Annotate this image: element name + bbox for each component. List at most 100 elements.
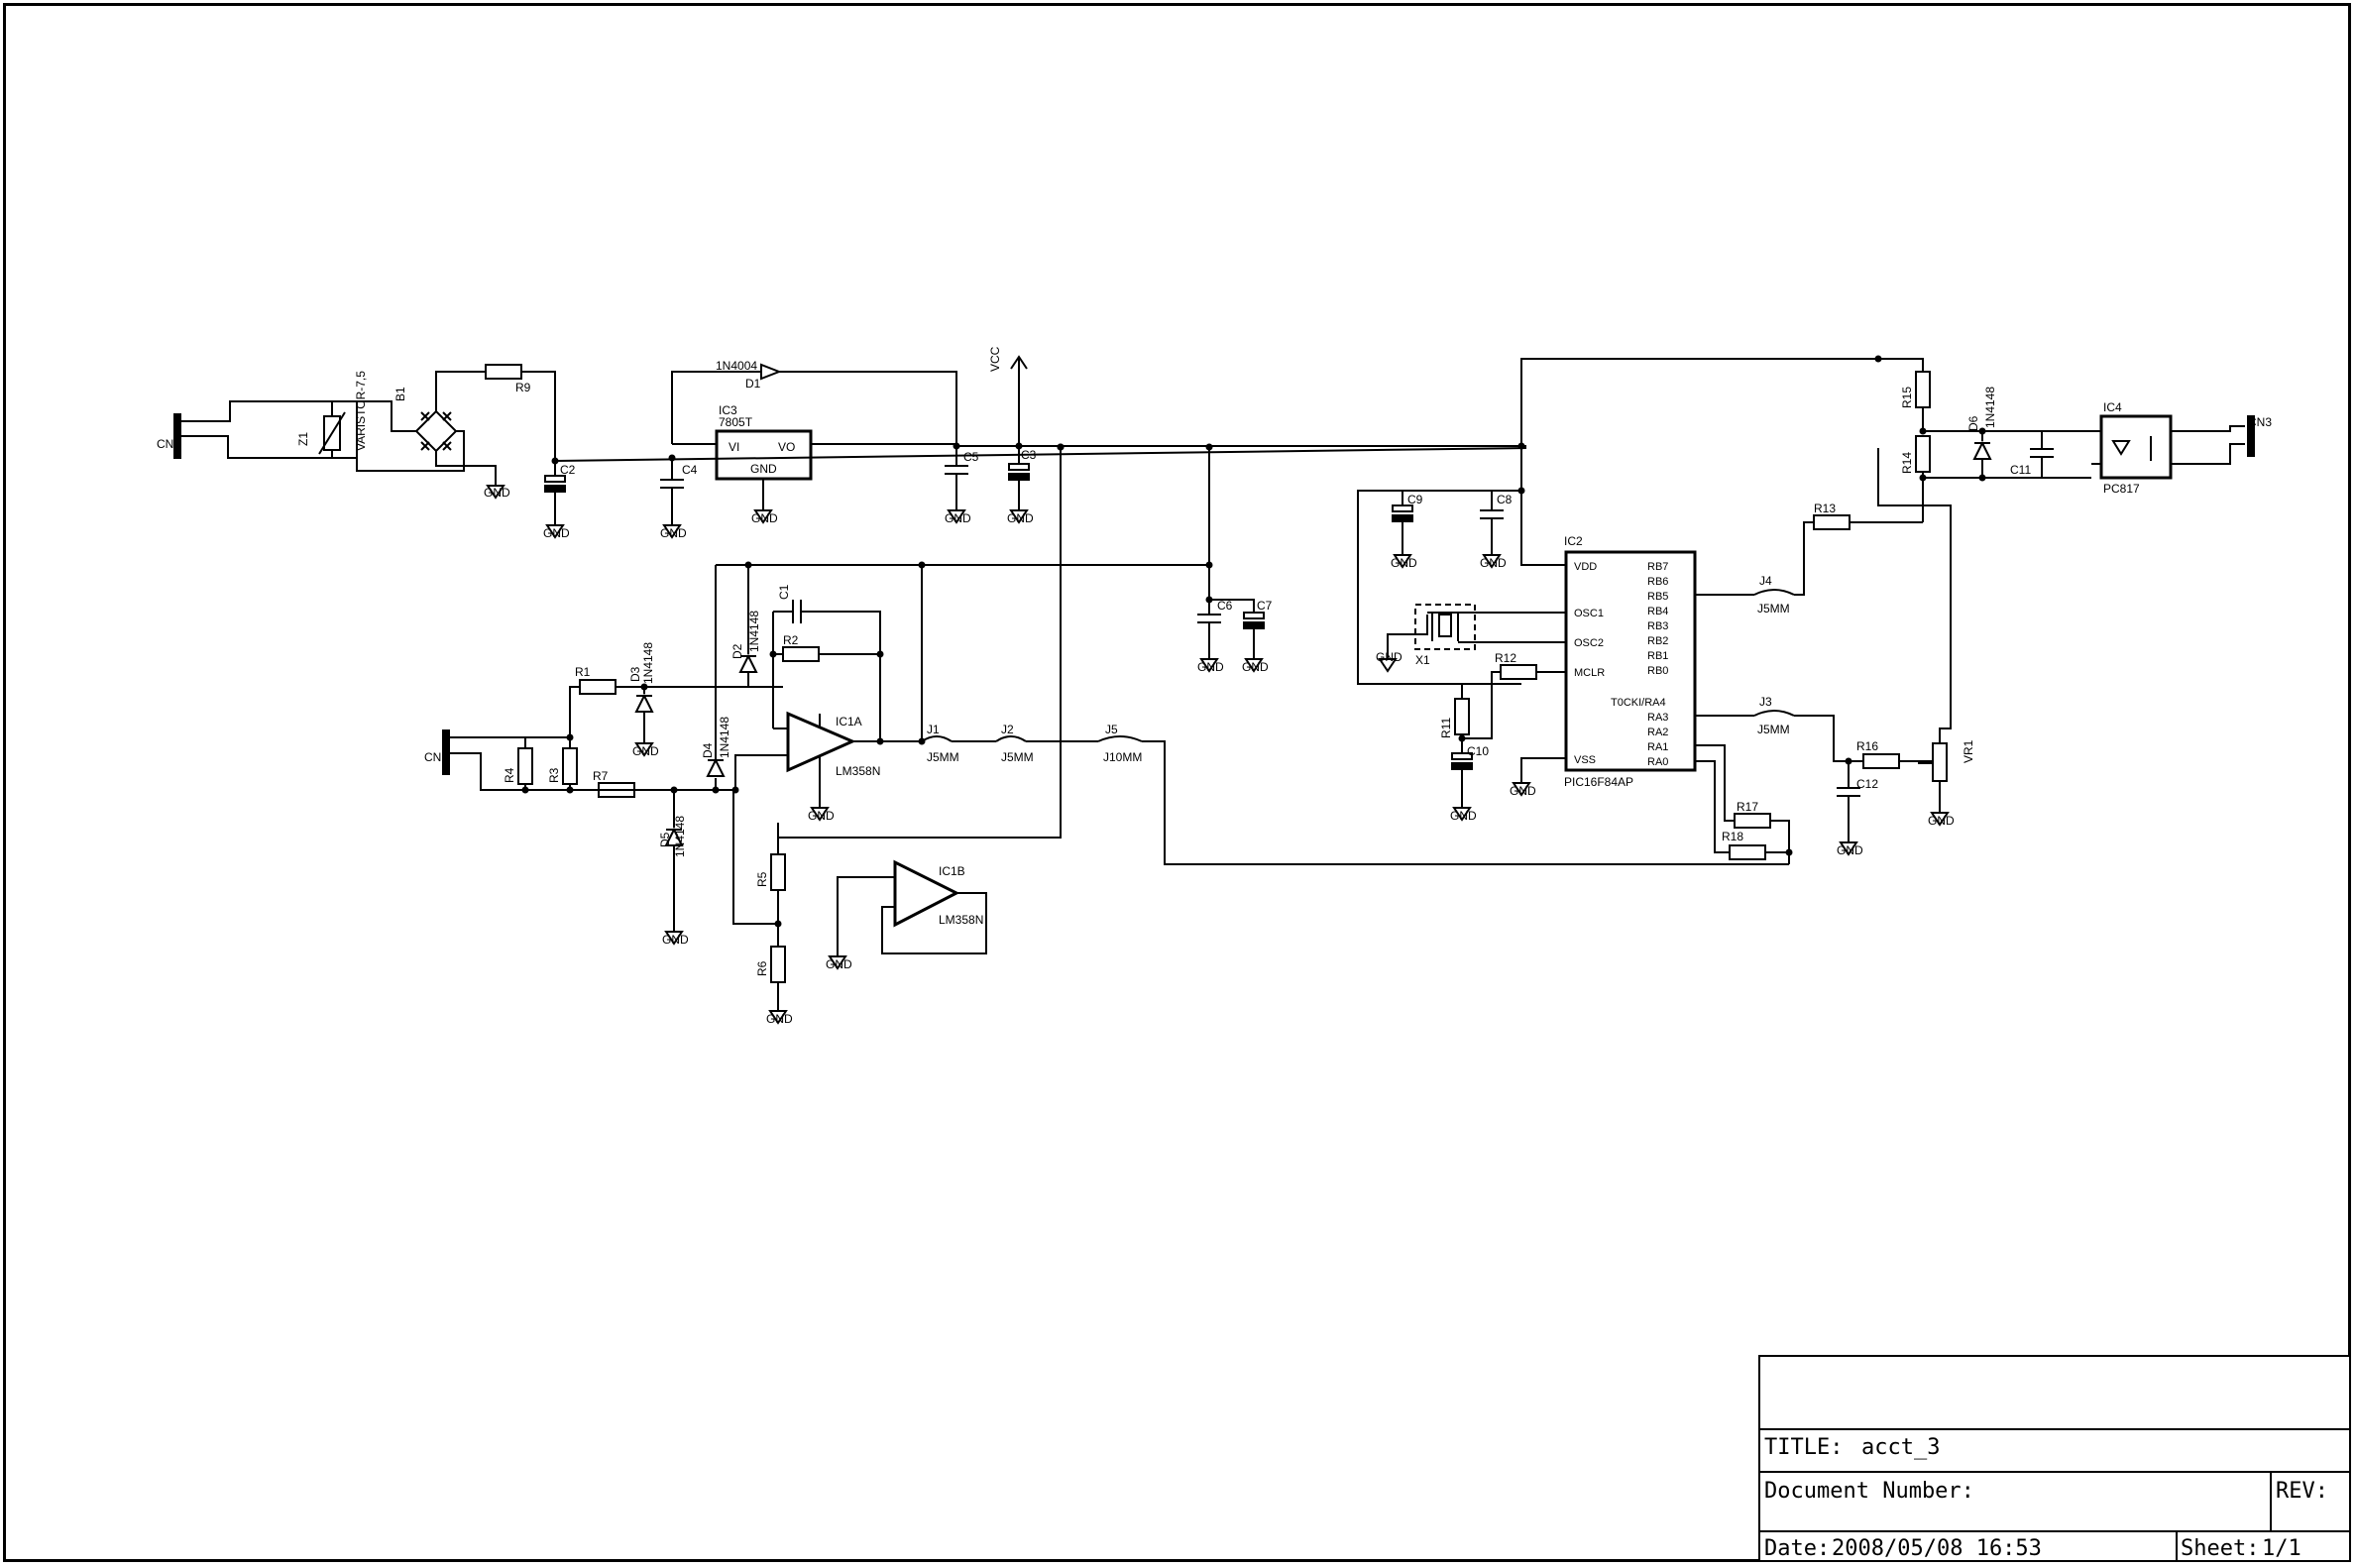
- label-ic1a-value: LM358N: [836, 764, 880, 778]
- j4-jumper: [1753, 589, 1795, 596]
- label-ic2-value: PIC16F84AP: [1564, 775, 1633, 789]
- document-number-label: Document Number:: [1764, 1479, 1974, 1504]
- label-r13: R13: [1814, 502, 1836, 515]
- label-varistor: VARISTOR-7,5: [354, 371, 368, 451]
- label-gnd: GND: [1480, 556, 1507, 570]
- label-cn2: CN2: [424, 750, 448, 764]
- r13-resistor: [1813, 514, 1851, 530]
- title-value: acct_3: [1861, 1435, 1941, 1460]
- label-gnd: GND: [1007, 511, 1034, 525]
- c1-capacitor: [792, 600, 802, 623]
- label-gnd: GND: [662, 933, 689, 947]
- c7-capacitor: [1243, 612, 1265, 649]
- label-d1-value: 1N4004: [716, 359, 757, 373]
- r6-resistor: [770, 946, 786, 983]
- label-c1: C1: [777, 584, 791, 600]
- label-r4: R4: [503, 767, 516, 783]
- vcc-symbol: [1010, 355, 1028, 444]
- drawing-frame: [3, 3, 2351, 1562]
- label-gnd: GND: [1928, 814, 1955, 828]
- ic4-optocoupler: [2099, 414, 2173, 480]
- pin-ra0: RA0: [1647, 756, 1668, 768]
- label-c3: C3: [1021, 448, 1037, 462]
- document-row: [1758, 1471, 2351, 1532]
- ic1b-opamp: [893, 859, 960, 928]
- c2-capacitor: [544, 461, 566, 515]
- pin-rb7: RB7: [1647, 561, 1668, 573]
- label-r6: R6: [755, 960, 769, 976]
- r15-resistor: [1915, 371, 1931, 408]
- label-d2-value: 1N4148: [747, 611, 761, 652]
- j1-jumper: [921, 735, 953, 742]
- pin-rb6: RB6: [1647, 576, 1668, 588]
- label-gnd: GND: [1242, 660, 1269, 674]
- label-j2-value: J5MM: [1001, 750, 1034, 764]
- label-gnd: GND: [1510, 784, 1536, 798]
- ic1a-opamp: [786, 711, 856, 773]
- label-ic4-value: PC817: [2103, 482, 2140, 496]
- label-d4: D4: [701, 742, 715, 758]
- label-ic4: IC4: [2103, 400, 2122, 414]
- label-r16: R16: [1856, 739, 1878, 753]
- label-gnd: GND: [1450, 809, 1477, 823]
- r18-resistor: [1729, 844, 1766, 860]
- r11-resistor: [1454, 698, 1470, 735]
- pin-osc1: OSC1: [1574, 608, 1604, 619]
- label-ic1b: IC1B: [939, 864, 965, 878]
- r16-resistor: [1862, 753, 1900, 769]
- label-d6: D6: [1966, 415, 1980, 431]
- sheet-cell: [2176, 1530, 2351, 1562]
- r17-resistor: [1734, 813, 1771, 829]
- label-c11: C11: [2010, 463, 2031, 477]
- cn2-connector: [442, 729, 458, 775]
- label-d1: D1: [745, 377, 761, 391]
- label-ic3: IC3: [719, 403, 737, 417]
- ic2-microcontroller: [1564, 550, 1697, 772]
- j3-jumper: [1753, 710, 1795, 717]
- r4-resistor: [517, 747, 533, 785]
- pin-ra1: RA1: [1647, 741, 1668, 753]
- label-r3: R3: [547, 767, 561, 783]
- label-c6: C6: [1217, 599, 1233, 613]
- label-gnd: GND: [945, 511, 971, 525]
- label-gnd: GND: [1197, 660, 1224, 674]
- label-ic1b-value: LM358N: [939, 913, 983, 927]
- label-c7: C7: [1257, 599, 1273, 613]
- label-ic1a: IC1A: [836, 715, 862, 728]
- label-r18: R18: [1722, 830, 1743, 843]
- r14-resistor: [1915, 435, 1931, 473]
- date-label: Date:: [1764, 1536, 1831, 1561]
- c12-capacitor: [1837, 761, 1860, 833]
- r3-resistor: [562, 747, 578, 785]
- label-j4-value: J5MM: [1757, 602, 1790, 616]
- label-gnd: GND: [484, 486, 510, 500]
- label-gnd: GND: [1837, 843, 1863, 857]
- x1-crystal: [1414, 604, 1476, 650]
- label-c2: C2: [560, 463, 576, 477]
- label-r15: R15: [1900, 387, 1914, 408]
- rev-label: REV:: [2276, 1479, 2328, 1504]
- label-c10: C10: [1467, 744, 1489, 758]
- label-r2: R2: [783, 633, 799, 647]
- label-gnd: GND: [808, 809, 835, 823]
- label-d5: D5: [658, 832, 672, 847]
- label-d3-value: 1N4148: [641, 642, 655, 684]
- pin-rb0: RB0: [1647, 665, 1668, 677]
- label-c8: C8: [1497, 493, 1513, 506]
- c4-capacitor: [660, 456, 684, 515]
- label-d3: D3: [628, 666, 642, 682]
- r1-resistor: [579, 679, 617, 695]
- pin-osc2: OSC2: [1574, 637, 1604, 649]
- label-j5: J5: [1105, 723, 1118, 736]
- label-r17: R17: [1737, 800, 1758, 814]
- j5-jumper: [1097, 735, 1143, 742]
- label-j1: J1: [927, 723, 940, 736]
- junction-dots: [521, 355, 1986, 928]
- label-reg-gnd: GND: [750, 462, 777, 476]
- label-gnd: GND: [1376, 650, 1402, 664]
- d1-diode: [760, 363, 782, 381]
- title-row: [1758, 1428, 2351, 1473]
- label-cn1: CN1: [157, 437, 180, 451]
- label-r1: R1: [575, 665, 591, 679]
- pin-vdd: VDD: [1574, 561, 1597, 573]
